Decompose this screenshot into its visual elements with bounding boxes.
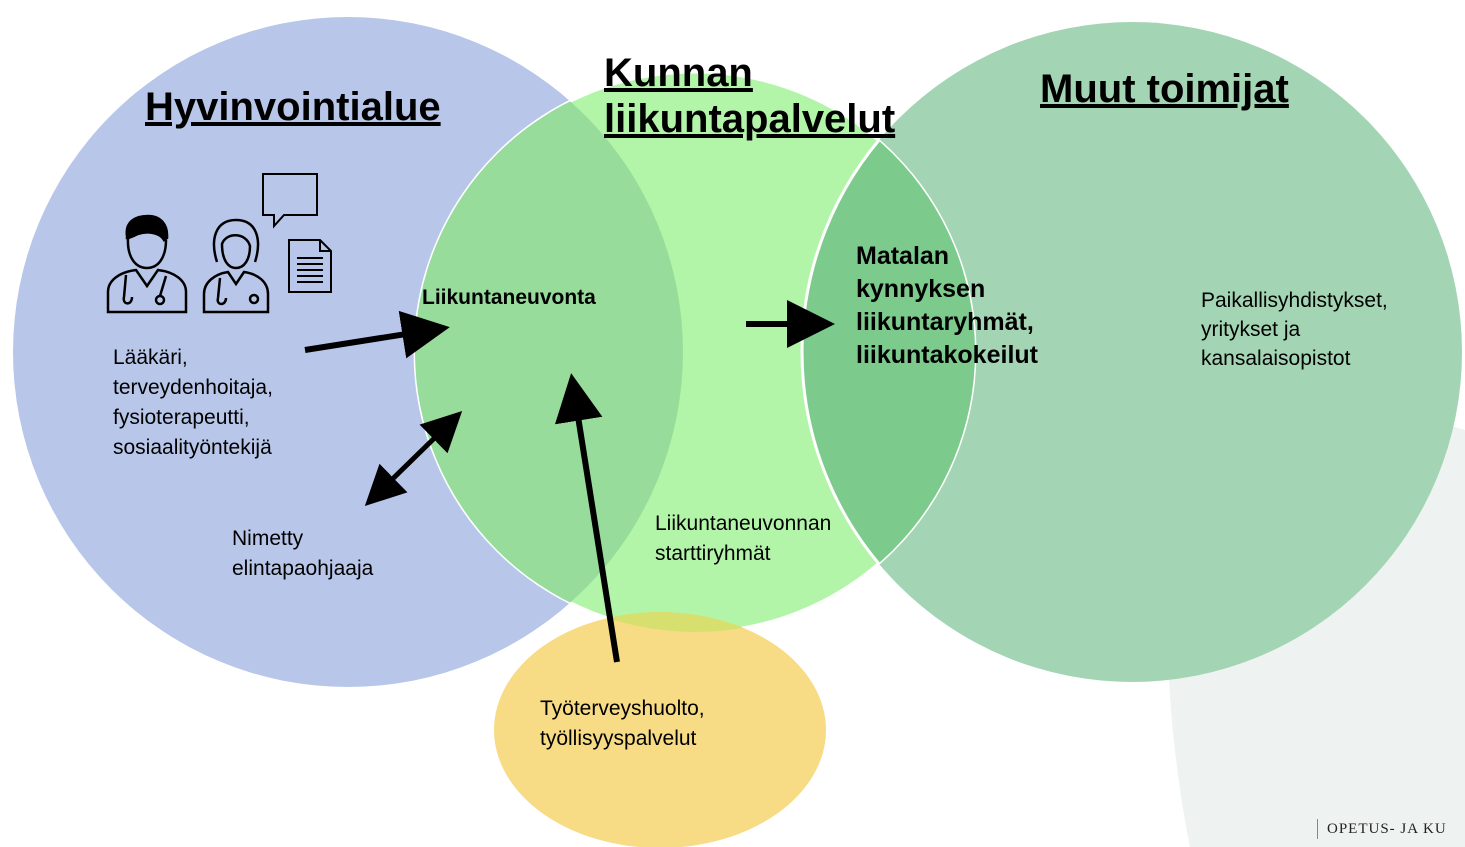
male-doctor-icon <box>106 214 188 314</box>
overlap-wellbeing-municipal <box>415 72 683 632</box>
others-circle <box>802 22 1462 682</box>
ministry-logo-text: OPETUS- JA KU <box>1317 819 1447 839</box>
arrow-occupational-to-counseling <box>554 373 620 663</box>
named-coach-line: Nimetty <box>232 527 304 550</box>
low-threshold-line: Matalan <box>856 242 950 270</box>
start-groups-line: Liikuntaneuvonnan <box>655 512 832 535</box>
arrow-professionals-to-counseling <box>304 310 450 359</box>
professionals-line: sosiaalityöntekijä <box>113 436 272 459</box>
others-header: Muut toimijat <box>1040 67 1289 111</box>
arrow-coach-counseling <box>364 411 463 506</box>
occupational-line: työllisyyspalvelut <box>540 727 697 750</box>
municipal-header: Kunnan liikuntapalvelut <box>604 50 895 142</box>
female-doctor-icon <box>202 218 270 314</box>
professionals-line: Lääkäri, <box>113 346 188 369</box>
document-icon <box>288 239 332 293</box>
start-groups-label: Liikuntaneuvonnan starttiryhmät <box>655 509 831 569</box>
low-threshold-line: kynnyksen <box>856 275 986 303</box>
low-threshold-line: liikuntakokeilut <box>856 341 1038 369</box>
wellbeing-header: Hyvinvointialue <box>145 85 441 129</box>
local-actors-line: kansalaisopistot <box>1201 347 1351 370</box>
occupational-line: Työterveyshuolto, <box>540 697 705 720</box>
others-circle-edge <box>800 72 975 632</box>
local-actors-label: Paikallisyhdistykset, yritykset ja kansa… <box>1201 286 1388 373</box>
occupational-circle <box>494 612 826 847</box>
counseling-label: Liikuntaneuvonta <box>422 286 596 309</box>
professionals-label: Lääkäri, terveydenhoitaja, fysioterapeut… <box>113 343 273 463</box>
local-actors-line: yritykset ja <box>1201 318 1301 341</box>
local-actors-line: Paikallisyhdistykset, <box>1201 289 1388 312</box>
speech-bubble-icon <box>262 173 318 229</box>
occupational-label: Työterveyshuolto, työllisyyspalvelut <box>540 694 705 754</box>
low-threshold-label: Matalan kynnyksen liikuntaryhmät, liikun… <box>856 240 1038 372</box>
low-threshold-line: liikuntaryhmät, <box>856 308 1034 336</box>
overlap-municipal-others <box>802 72 975 632</box>
municipal-header-line1: Kunnan <box>604 51 753 95</box>
named-coach-line: elintapaohjaaja <box>232 557 374 580</box>
professionals-line: terveydenhoitaja, <box>113 376 273 399</box>
professionals-line: fysioterapeutti, <box>113 406 250 429</box>
start-groups-line: starttiryhmät <box>655 542 771 565</box>
municipal-header-line2: liikuntapalvelut <box>604 97 896 141</box>
named-coach-label: Nimetty elintapaohjaaja <box>232 524 373 584</box>
